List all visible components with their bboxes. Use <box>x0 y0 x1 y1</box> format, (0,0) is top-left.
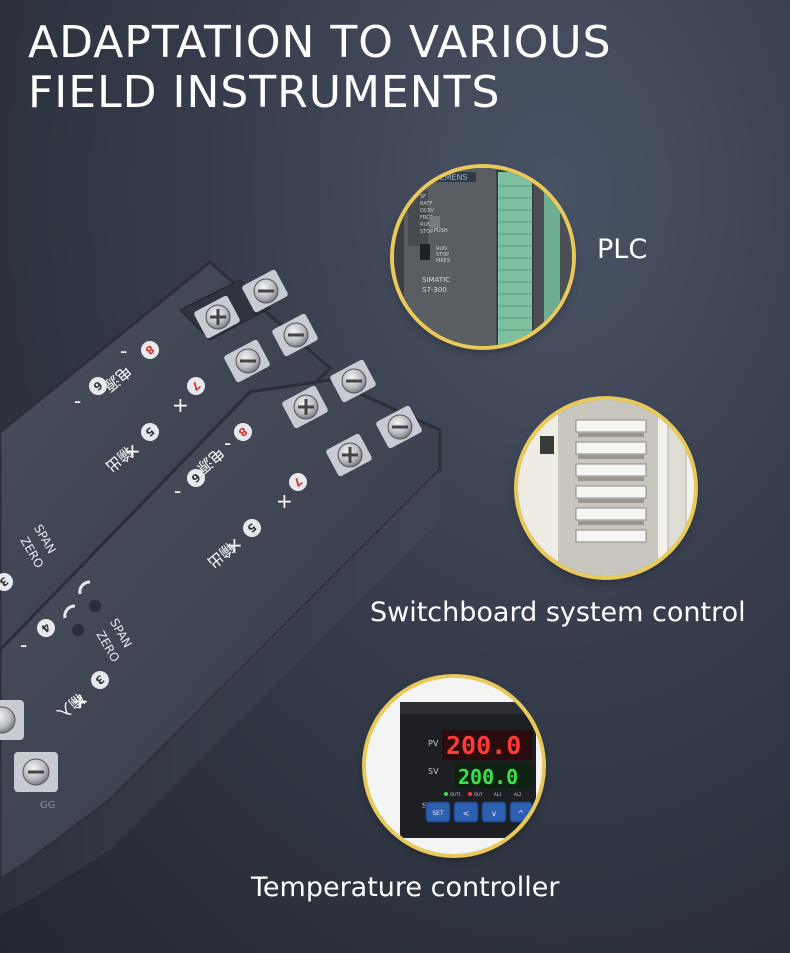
terminal-block-row <box>179 269 422 477</box>
plc-brand: SIEMENS <box>432 173 468 182</box>
adjust-pots <box>63 580 101 636</box>
terminal-badge <box>243 519 261 537</box>
mode-label: RUN <box>436 246 447 252</box>
module-front-label-7: 7 <box>289 473 307 491</box>
up-button-label: ^ <box>518 809 525 818</box>
down-button-label: v <box>492 809 497 818</box>
indicator-label: AL2 <box>514 792 522 797</box>
mode-label: STOP <box>436 252 449 258</box>
module-back-label-3: 3 <box>0 573 13 591</box>
left-button-label: < <box>463 809 470 818</box>
headline-line-2: FIELD INSTRUMENTS <box>28 67 501 118</box>
headline-line-1: ADAPTATION TO VARIOUS <box>28 17 612 68</box>
sign-minus: - <box>20 633 27 657</box>
terminal-number: 3 <box>0 574 11 589</box>
sign-minus: - <box>74 389 81 413</box>
module-back-label-7: 7 <box>187 377 205 395</box>
sign-plus: + <box>226 533 243 557</box>
terminal-block-bottom: GG <box>0 700 58 811</box>
terminal-badge <box>141 423 159 441</box>
sign-plus: + <box>172 393 189 417</box>
headline: ADAPTATION TO VARIOUS FIELD INSTRUMENTS <box>28 18 768 118</box>
sv-value: 200.0 <box>458 765 518 789</box>
terminal-badge <box>89 377 107 395</box>
led-label: BATF <box>420 201 433 207</box>
pv-value: 200.0 <box>446 731 521 760</box>
module-front-label-6: 6 <box>187 469 205 487</box>
mode-label: MRES <box>436 258 450 264</box>
switchboard-label: Switchboard system control <box>370 597 746 628</box>
terminal-badge <box>37 619 55 637</box>
plc-model-1: SIMATIC <box>422 276 450 284</box>
indicator-label: OUT <box>474 792 483 797</box>
plc-model-2: S7-300 <box>422 286 447 294</box>
sign-minus: - <box>224 431 231 455</box>
terminal-badge <box>187 377 205 395</box>
set-button-label: SET <box>432 810 444 817</box>
terminal-badge <box>0 573 13 591</box>
sign-plus: + <box>72 689 89 713</box>
terminal-badge <box>289 473 307 491</box>
indicator-label: OUT1 <box>450 792 462 797</box>
temperature-controller-thumbnail: PV 200.0 SV 200.0 SH OUT1 OUT AL1 AL2 SE… <box>366 678 542 854</box>
led-label: SF <box>420 194 426 200</box>
terminal-badge <box>141 341 159 359</box>
terminal-badge <box>234 423 252 441</box>
plc-label: PLC <box>597 234 648 265</box>
led-label: RUN <box>420 222 431 228</box>
sign-plus: + <box>276 489 293 513</box>
terminal-badge <box>91 671 109 689</box>
module-front <box>0 378 442 915</box>
plc-thumbnail: SIEMENS SF BATF DC5V FRCE RUN STOP PUSH … <box>394 168 572 346</box>
switchboard-thumbnail <box>518 400 694 576</box>
pv-label: PV <box>428 739 439 748</box>
led-label: STOP <box>420 229 433 235</box>
sign-plus: + <box>124 439 141 463</box>
led-label: DC5V <box>420 208 435 214</box>
sign-minus: - <box>174 479 181 503</box>
bottom-code: GG <box>40 800 56 811</box>
sv-label: SV <box>428 767 439 776</box>
polarity-signs: - + - + - + - + - + <box>20 339 293 713</box>
indicator-label: AL1 <box>494 792 502 797</box>
sign-minus: - <box>120 339 127 363</box>
push-label: PUSH <box>434 228 448 234</box>
module-back-label-6: 6 <box>89 377 107 395</box>
temperature-controller-label: Temperature controller <box>251 872 560 903</box>
terminal-badge <box>187 469 205 487</box>
led-label: FRCE <box>420 215 433 221</box>
module-front-label-4: 4 <box>37 619 55 637</box>
